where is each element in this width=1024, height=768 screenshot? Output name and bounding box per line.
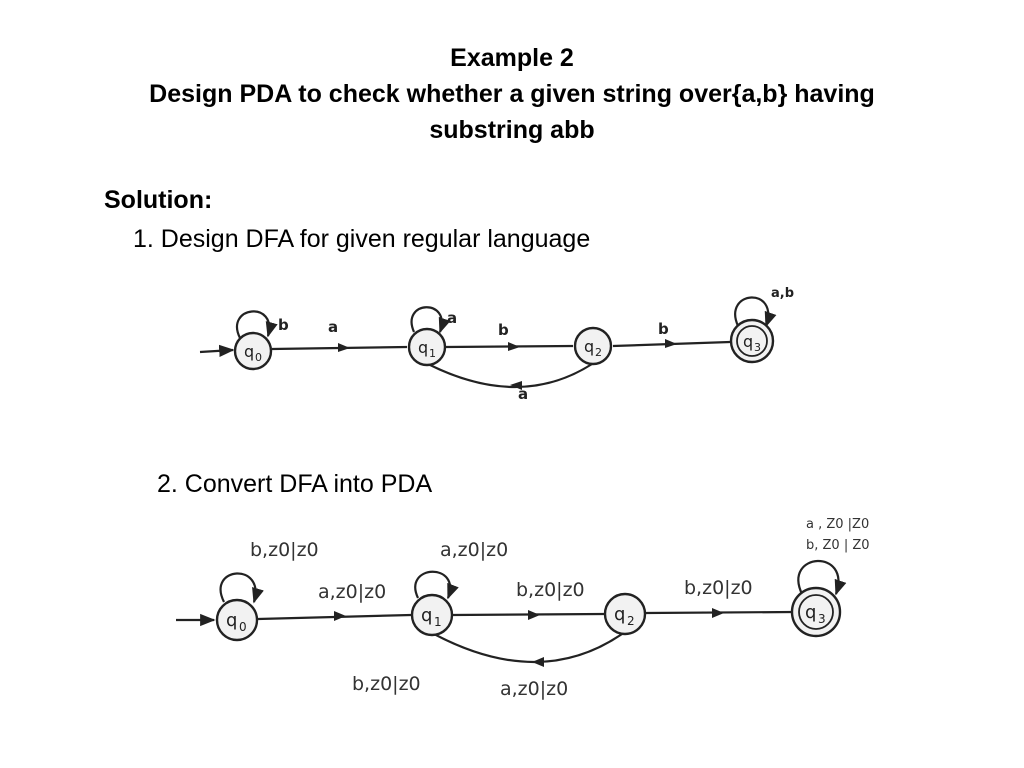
pda-label-q2-q1: a,z0|z0 bbox=[500, 678, 568, 700]
svg-text:q: q bbox=[226, 610, 237, 631]
dfa-label-q3-loop: a,b bbox=[771, 286, 794, 301]
pda-loop-q0 bbox=[219, 572, 264, 604]
svg-text:q: q bbox=[805, 602, 816, 623]
solution-label: Solution: bbox=[104, 186, 213, 214]
svg-text:q: q bbox=[244, 342, 254, 361]
problem-statement-line2: substring abb bbox=[429, 116, 595, 144]
svg-text:q: q bbox=[614, 604, 625, 625]
dfa-label-q0-q1: a bbox=[328, 318, 338, 336]
dfa-edge-q2-q1 bbox=[427, 363, 593, 389]
example-heading: Example 2 bbox=[450, 44, 574, 72]
dfa-label-q2-q1: a bbox=[518, 385, 528, 403]
step-2-text: 2. Convert DFA into PDA bbox=[157, 470, 433, 498]
pda-label-q0-q1: a,z0|z0 bbox=[318, 581, 386, 603]
svg-text:3: 3 bbox=[818, 612, 826, 626]
svg-text:q: q bbox=[418, 338, 428, 357]
pda-label-q2-q3: b,z0|z0 bbox=[684, 577, 753, 599]
svg-text:q: q bbox=[743, 332, 753, 351]
svg-text:3: 3 bbox=[754, 341, 761, 354]
dfa-label-q0-loop: b bbox=[278, 316, 289, 334]
pda-label-lower-left: b,z0|z0 bbox=[352, 673, 421, 695]
pda-edge-q2-q1 bbox=[433, 633, 623, 663]
pda-label-q1-loop: a,z0|z0 bbox=[440, 539, 508, 561]
svg-text:q: q bbox=[584, 337, 594, 356]
pda-label-q1-q2: b,z0|z0 bbox=[516, 579, 585, 601]
dfa-loop-q1 bbox=[410, 306, 451, 334]
dfa-label-q2-q3: b bbox=[658, 320, 669, 338]
dfa-label-q1-q2: b bbox=[498, 321, 509, 339]
problem-statement-line1: Design PDA to check whether a given stri… bbox=[149, 80, 875, 108]
dfa-start-arrow bbox=[199, 344, 235, 357]
pda-loop-q1 bbox=[414, 570, 459, 600]
svg-text:1: 1 bbox=[434, 615, 442, 629]
svg-text:2: 2 bbox=[627, 614, 635, 628]
dfa-loop-q0 bbox=[236, 310, 278, 339]
step-1-text: 1. Design DFA for given regular language bbox=[133, 225, 591, 253]
pda-label-q3-loop-b: b, Z0 | Z0 bbox=[806, 538, 870, 553]
svg-text:2: 2 bbox=[595, 346, 602, 359]
svg-text:0: 0 bbox=[255, 351, 262, 364]
svg-text:1: 1 bbox=[429, 347, 436, 360]
svg-text:q: q bbox=[421, 605, 432, 626]
pda-label-q0-loop: b,z0|z0 bbox=[250, 539, 319, 561]
pda-label-q3-loop-a: a , Z0 |Z0 bbox=[806, 517, 869, 532]
dfa-loop-q3 bbox=[734, 296, 777, 328]
svg-text:0: 0 bbox=[239, 620, 247, 634]
dfa-label-q1-loop: a bbox=[447, 309, 457, 327]
pda-loop-q3 bbox=[797, 559, 847, 596]
